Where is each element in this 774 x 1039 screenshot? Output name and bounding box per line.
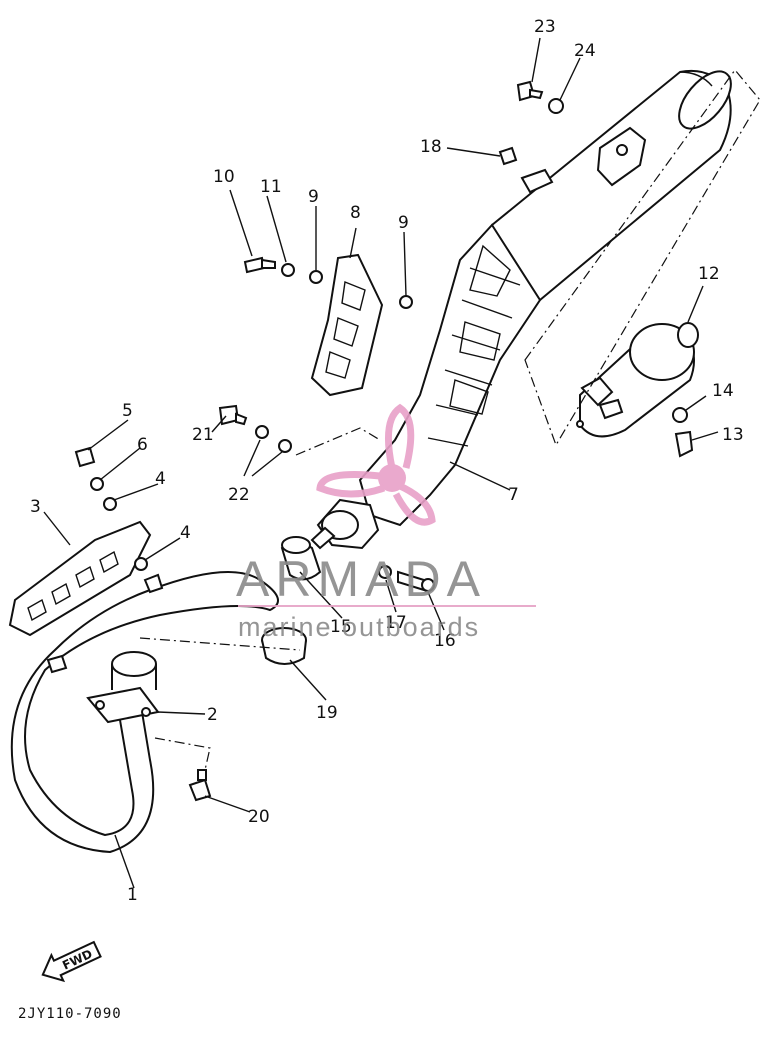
callout-18: 18 xyxy=(420,137,442,157)
callout-23: 23 xyxy=(534,17,556,37)
leader-lines xyxy=(43,37,719,889)
watermark-tagline: marine outboards xyxy=(238,612,480,642)
callout-9a: 9 xyxy=(308,187,319,207)
watermark-brand: ARMADA xyxy=(236,551,486,607)
heat-guard-lower xyxy=(8,520,152,637)
callout-13: 13 xyxy=(722,425,744,445)
callout-4b: 4 xyxy=(180,523,191,543)
callout-17: 17 xyxy=(385,613,407,633)
heat-guard-upper xyxy=(310,253,384,397)
hardware xyxy=(74,80,694,802)
callout-1: 1 xyxy=(127,885,138,905)
callout-10: 10 xyxy=(213,167,235,187)
assembly-frame xyxy=(524,69,761,447)
callout-5: 5 xyxy=(122,401,133,421)
forward-arrow-icon: FWD xyxy=(41,940,102,983)
callout-15: 15 xyxy=(330,617,352,637)
callout-16: 16 xyxy=(434,631,456,651)
callout-labels: 1 2 3 4 4 5 6 7 8 9 9 10 11 12 13 14 15 … xyxy=(30,17,744,905)
callout-24: 24 xyxy=(574,41,596,61)
callout-3: 3 xyxy=(30,497,41,517)
callout-8: 8 xyxy=(350,203,361,223)
callout-22: 22 xyxy=(228,485,250,505)
drawing-code: 2JY110-7090 xyxy=(18,1006,122,1022)
muffler-end-cap xyxy=(576,322,699,438)
callout-21: 21 xyxy=(192,425,214,445)
callout-11: 11 xyxy=(260,177,282,197)
callout-6: 6 xyxy=(137,435,148,455)
callout-2: 2 xyxy=(207,705,218,725)
align-line-1 xyxy=(139,637,301,651)
muffler-body xyxy=(310,70,732,550)
callout-14: 14 xyxy=(712,381,734,401)
callout-9b: 9 xyxy=(398,213,409,233)
callout-4a: 4 xyxy=(155,469,166,489)
watermark: ARMADA marine outboards xyxy=(236,403,536,642)
callout-7: 7 xyxy=(508,485,519,505)
callout-12: 12 xyxy=(698,264,720,284)
callout-20: 20 xyxy=(248,807,270,827)
callout-19: 19 xyxy=(316,703,338,723)
align-line-3 xyxy=(295,427,381,456)
armada-logo-icon xyxy=(316,403,436,526)
align-line-2 xyxy=(154,737,211,771)
gaskets xyxy=(261,536,322,665)
